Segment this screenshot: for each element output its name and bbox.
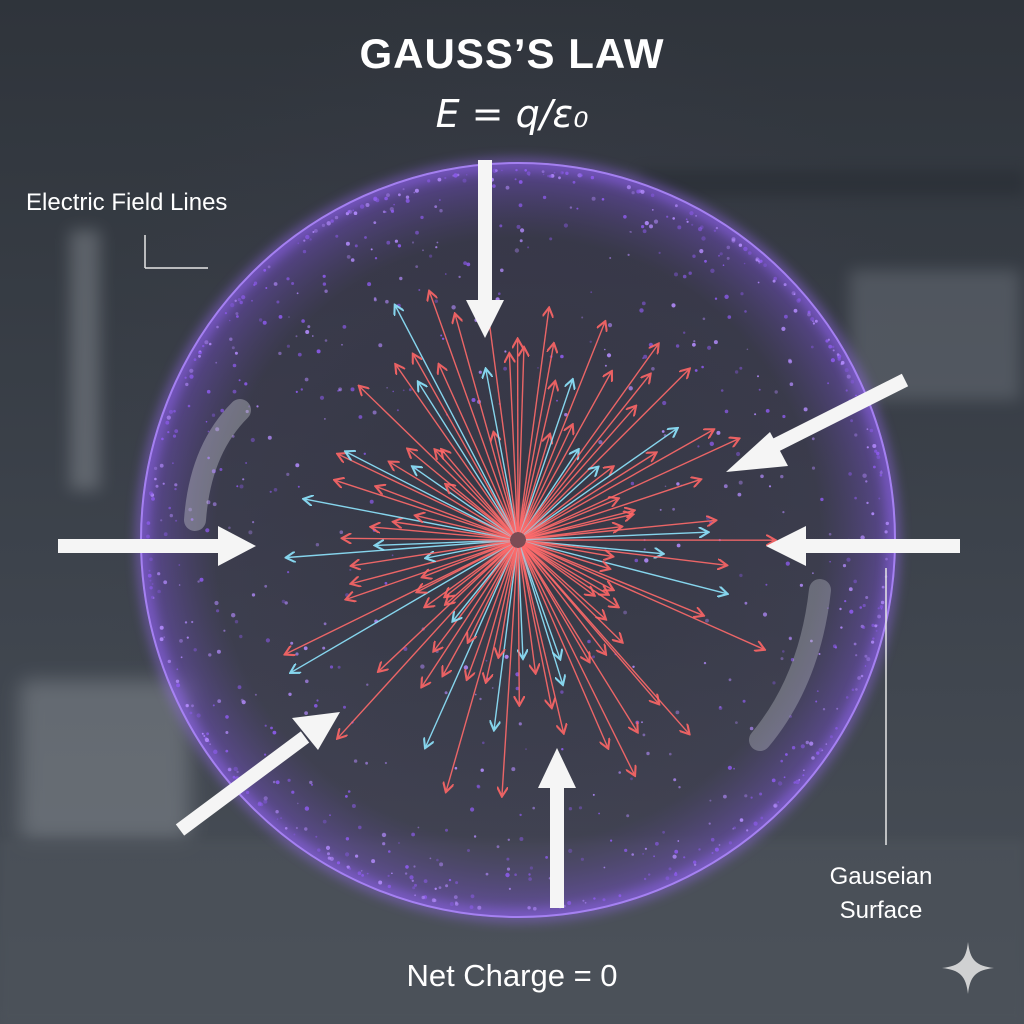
field-lines-label: Electric Field Lines [26,189,228,216]
sparkle-icon [942,942,994,994]
arrow-top [466,160,504,338]
gaussian-surface-label: Gauseian Surface [812,860,950,928]
sphere-reflection-right [749,579,831,751]
background-shelf [640,170,1024,196]
sphere-particles [146,168,890,911]
background-device [20,680,190,840]
central-charge-glow [484,506,552,574]
sphere-reflection-left [184,399,251,531]
field-lines-pointer [144,235,208,269]
arrow-left [58,526,256,566]
surface-label-line2: Surface [839,897,923,924]
net-charge-label: Net Charge = 0 [406,958,618,993]
arrow-upper-right [726,373,909,472]
surface-label-line1: Gauseian [829,863,933,890]
flux-arrows [58,160,960,908]
formula: E = q/ɛ₀ [435,92,589,136]
arrow-bottom [538,748,576,908]
arrow-lower-left [175,712,340,836]
background-stand [70,230,100,490]
arrow-right [766,526,960,566]
background-box [850,270,1020,400]
page-title: GAUSS’S LAW [359,30,665,77]
